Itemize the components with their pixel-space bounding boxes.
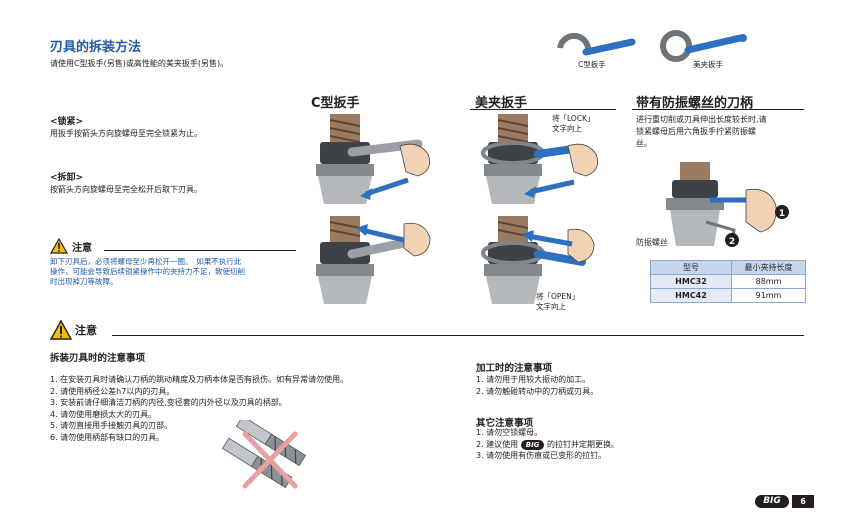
divider xyxy=(470,109,616,110)
damaged-tool-illustration xyxy=(222,420,307,489)
anti-vib-description: 进行重切削或刃具伸出长度较长时,请 锁紧螺母后用六角扳手拧紧防振螺 丝。 xyxy=(636,115,767,148)
c-wrench-icon xyxy=(557,32,636,56)
warning-icon xyxy=(50,238,68,254)
table-cell: 88mm xyxy=(731,274,806,289)
page-number: 6 xyxy=(792,495,814,508)
caution-label-small: 注意 xyxy=(72,243,92,254)
lock-heading: <锁紧> xyxy=(50,117,84,127)
list-item: 6. 请勿使用柄部有缺口的刃具。 xyxy=(50,432,165,442)
list-item: 2. 请使用柄径公差h7以内的刃具。 xyxy=(50,386,175,396)
table-header: 最小夹持长度 xyxy=(731,260,806,275)
page-title: 刃具的拆装方法 xyxy=(50,40,142,55)
other-notes-list: 1. 请勿空锁螺母。 2. 建议使用 BIG 的拉钉并定期更换。 3. 请勿使用… xyxy=(476,427,619,462)
meijia-wrench-unlock-illustration xyxy=(481,216,595,304)
table-row: HMC32 88mm xyxy=(650,274,806,289)
other-notes-heading: 其它注意事项 xyxy=(476,418,534,429)
meijia-wrench-lock-illustration xyxy=(481,114,599,204)
list-item: 1. 在安装刃具时请确认刀柄的跳动精度及刀柄本体是否有损伤。如有异常请勿使用。 xyxy=(50,375,349,384)
c-wrench-heading: C型扳手 xyxy=(311,96,360,111)
divider xyxy=(112,335,804,336)
meijia-wrench-label: 美夹扳手 xyxy=(693,60,723,69)
install-notes-list: 1. 在安装刃具时请确认刀柄的跳动精度及刀柄本体是否有损伤。如有异常请勿使用。 … xyxy=(50,374,348,443)
anti-vib-illustration: 1 2 xyxy=(666,162,789,247)
step-2-label: 2 xyxy=(729,237,735,247)
list-item: 2. 请勿触碰转动中的刀柄或刃具。 xyxy=(476,386,599,396)
table-header: 型号 xyxy=(650,260,732,275)
divider xyxy=(632,109,804,110)
unlock-text: 按箭头方向旋螺母至完全松开后取下刃具。 xyxy=(50,185,202,194)
list-item: 2. 建议使用 BIG 的拉钉并定期更换。 xyxy=(476,439,619,450)
list-item: 5. 请勿直接用手接触刃具的刃部。 xyxy=(50,421,173,430)
anti-vib-heading: 带有防振螺丝的刀柄 xyxy=(636,96,754,111)
table-cell: HMC42 xyxy=(650,288,732,303)
caution-label-main: 注意 xyxy=(75,324,97,337)
install-notes-heading: 拆装刃具时的注意事项 xyxy=(50,353,146,364)
table-row: HMC42 91mm xyxy=(650,288,806,303)
list-item: 1. 请勿用于用较大振动的加工。 xyxy=(476,375,591,384)
machining-notes-heading: 加工时的注意事项 xyxy=(476,363,553,374)
wrench-illustrations xyxy=(557,30,747,62)
table-cell: 91mm xyxy=(731,288,806,303)
caution-small-text: 卸下刃具后，必须将螺母至少再松开一圈。 如果不执行此 操作，可能会导致后续锁紧操… xyxy=(50,257,245,286)
list-item: 3. 安装前请仔细清洁刀柄的内径,变径套的内外径以及刃具的柄部。 xyxy=(50,398,287,407)
c-wrench-label: C型扳手 xyxy=(578,60,606,69)
page-subtitle: 请使用C型扳手(另售)或高性能的美夹扳手(另售)。 xyxy=(50,59,229,68)
lock-text: 用扳手按箭头方向旋螺母至完全锁紧为止。 xyxy=(50,129,202,138)
warning-icon xyxy=(50,320,72,340)
step-1-label: 1 xyxy=(779,209,785,219)
open-face-callout: 将「OPEN」 文字向上 xyxy=(536,292,580,311)
anti-vib-screw-label: 防振螺丝 xyxy=(636,238,668,247)
c-wrench-lock-illustration xyxy=(316,114,431,204)
min-clamp-length-table: 型号 最小夹持长度 HMC32 88mm HMC42 91mm xyxy=(650,260,806,303)
list-item: 1. 请勿空锁螺母。 xyxy=(476,428,543,437)
meijia-wrench-icon xyxy=(660,30,747,62)
list-item: 4. 请勿使用磨损太大的刃具。 xyxy=(50,409,157,419)
machining-notes-list: 1. 请勿用于用较大振动的加工。 2. 请勿触碰转动中的刀柄或刃具。 xyxy=(476,374,598,397)
cross-mark-icon xyxy=(242,431,298,489)
big-logo: BIG xyxy=(755,495,789,508)
big-logo-inline: BIG xyxy=(520,439,545,450)
divider xyxy=(104,250,296,251)
c-wrench-unlock-illustration xyxy=(316,216,431,304)
meijia-wrench-heading: 美夹扳手 xyxy=(475,96,528,111)
unlock-heading: <拆卸> xyxy=(50,173,84,183)
list-item: 3. 请勿使用有伤痕或已变形的拉钉。 xyxy=(476,451,607,460)
table-cell: HMC32 xyxy=(650,274,732,289)
lock-face-callout: 将「LOCK」 文字向上 xyxy=(552,114,595,133)
